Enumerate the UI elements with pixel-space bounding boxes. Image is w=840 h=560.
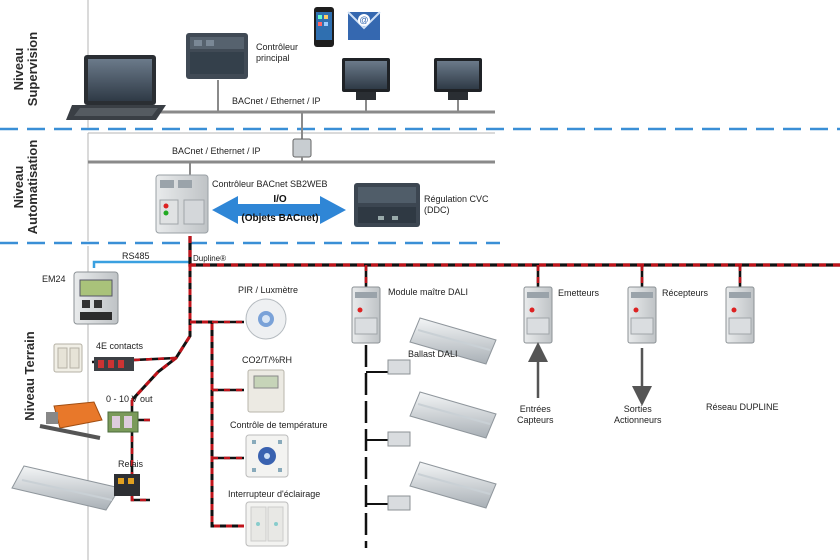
light-fixture-icon bbox=[11, 465, 121, 511]
sb2web-label: Contrôleur BACnet SB2WEB bbox=[212, 179, 328, 189]
analog-output-module-icon bbox=[107, 411, 139, 433]
ethernet-switch bbox=[292, 138, 312, 158]
dali-ballast-label: Ballast DALI bbox=[408, 349, 458, 359]
co2-sensor-icon bbox=[247, 369, 285, 413]
pir-label: PIR / Luxmètre bbox=[238, 285, 299, 295]
level-supervision-label: Niveau Supervision bbox=[11, 31, 40, 107]
automation-bus bbox=[88, 138, 495, 175]
laptop-icon bbox=[66, 55, 166, 120]
dupline-label: Dupline® bbox=[193, 254, 227, 263]
receiver-module-icon bbox=[627, 286, 657, 344]
email-icon: @ bbox=[347, 11, 381, 40]
level-automation-label: Niveau Automatisation bbox=[11, 139, 40, 235]
contacts-module-icon bbox=[94, 357, 134, 371]
outputs-label: Sorties Actionneurs bbox=[614, 404, 662, 425]
receivers-label: Récepteurs bbox=[662, 288, 709, 298]
contacts-label: 4E contacts bbox=[96, 341, 144, 351]
dali-master-module-icon bbox=[351, 286, 381, 344]
dupline-network-label: Réseau DUPLINE bbox=[706, 402, 779, 412]
temp-label: Contrôle de température bbox=[230, 420, 328, 430]
relays-label: Relais bbox=[118, 459, 144, 469]
em24-meter-icon bbox=[73, 271, 119, 325]
transmitter-module-icon bbox=[523, 286, 553, 344]
thermostat-icon bbox=[245, 434, 289, 478]
ddc-label: Régulation CVC (DDC) bbox=[424, 194, 489, 215]
dali-master-label: Module maître DALI bbox=[388, 287, 469, 297]
ddc-controller-icon bbox=[354, 183, 420, 227]
supervision-bus bbox=[150, 80, 495, 140]
smartphone-icon bbox=[314, 7, 334, 47]
supervision-bus-label: BACnet / Ethernet / IP bbox=[232, 96, 321, 106]
level-field-label: Niveau Terrain bbox=[22, 331, 37, 421]
rs485-label: RS485 bbox=[122, 251, 150, 261]
transmitters-label: Emetteurs bbox=[558, 288, 600, 298]
dupline-module-icon bbox=[725, 286, 755, 344]
monitor-icon bbox=[434, 58, 482, 100]
monitor-icon bbox=[342, 58, 390, 100]
dali-bus bbox=[364, 345, 388, 548]
dali-ballast-lamp-icon bbox=[387, 317, 497, 375]
sb2web-controller-icon bbox=[155, 174, 209, 234]
light-switch-icon bbox=[245, 501, 289, 547]
main-controller-icon bbox=[186, 33, 248, 79]
dali-ballast-lamp-icon bbox=[387, 461, 497, 511]
dupline-bus bbox=[91, 236, 840, 528]
relay-module-icon bbox=[114, 474, 140, 496]
contacts-switch-icon bbox=[53, 343, 83, 373]
io-label: I/O (Objets BACnet) bbox=[241, 194, 319, 224]
valve-actuator-icon bbox=[39, 401, 103, 440]
dali-ballast-lamp-icon bbox=[387, 391, 497, 447]
io-arrow bbox=[212, 196, 346, 224]
em24-label: EM24 bbox=[42, 274, 66, 284]
main-controller-label: Contrôleur principal bbox=[256, 42, 299, 63]
pir-sensor-icon bbox=[245, 298, 287, 340]
switch-label: Interrupteur d'éclairage bbox=[228, 489, 321, 499]
co2-label: CO2/T/%RH bbox=[242, 355, 293, 365]
inputs-label: Entrées Capteurs bbox=[517, 404, 554, 425]
svg-text:@: @ bbox=[359, 15, 368, 25]
automation-bus-label: BACnet / Ethernet / IP bbox=[172, 146, 261, 156]
analog-out-label: 0 - 10 V out bbox=[106, 394, 153, 404]
